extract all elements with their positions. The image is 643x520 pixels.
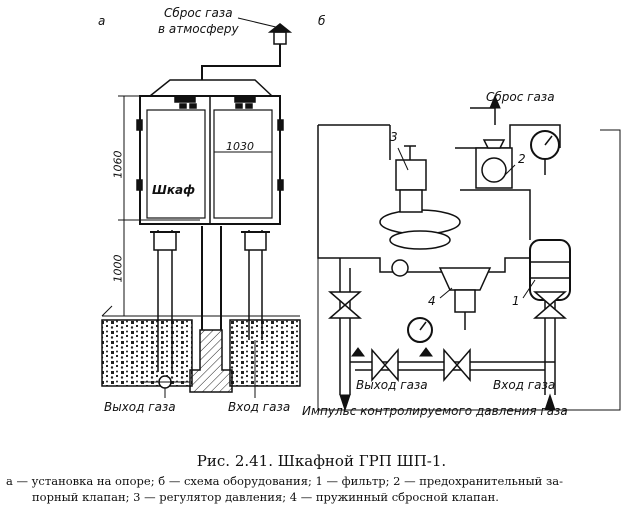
impulse-label: Импульс контролируемого давления газа [302,404,568,418]
soil-left [101,319,193,387]
right-vent-label: Сброс газа [486,90,555,104]
gate-valve-inlet [443,347,471,383]
dim-height-support: 1000 [111,254,125,283]
left-inlet-label: Вход газа [228,400,291,414]
soil-right [229,319,301,387]
dim-width: 1030 [226,140,254,153]
gate-valve-right-vertical [532,291,568,319]
figure-legend-line2: порный клапан; 3 — регулятор давления; 4… [32,490,499,504]
vent-label-line1: Сброс газа [164,6,233,20]
panel-a-label: а [98,14,106,28]
diagram-canvas [101,17,621,412]
equipment-scheme [317,94,621,412]
marker-4: 4 [428,294,436,308]
cabinet-label: Шкаф [152,183,195,197]
foundation [189,329,233,393]
dim-height-cabinet: 1060 [111,150,125,179]
relief-valve-4 [438,267,492,291]
figure-legend-line1: а — установка на опоре; б — схема оборуд… [6,474,564,488]
left-outlet-label: Выход газа [104,400,176,414]
marker-2: 2 [518,152,526,166]
installation-on-support [101,17,301,398]
figure-title: Рис. 2.41. Шкафной ГРП ШП-1. [196,452,447,470]
right-outlet-label: Выход газа [356,378,428,392]
panel-b-label: б [318,14,326,28]
gate-valve-outlet [371,347,399,383]
marker-3: 3 [390,130,398,144]
marker-1: 1 [512,294,520,308]
filter-1 [529,239,571,301]
gate-valve-left-vertical [327,291,363,319]
vent-label-line2: в атмосферу [158,22,239,36]
right-inlet-label: Вход газа [493,378,556,392]
